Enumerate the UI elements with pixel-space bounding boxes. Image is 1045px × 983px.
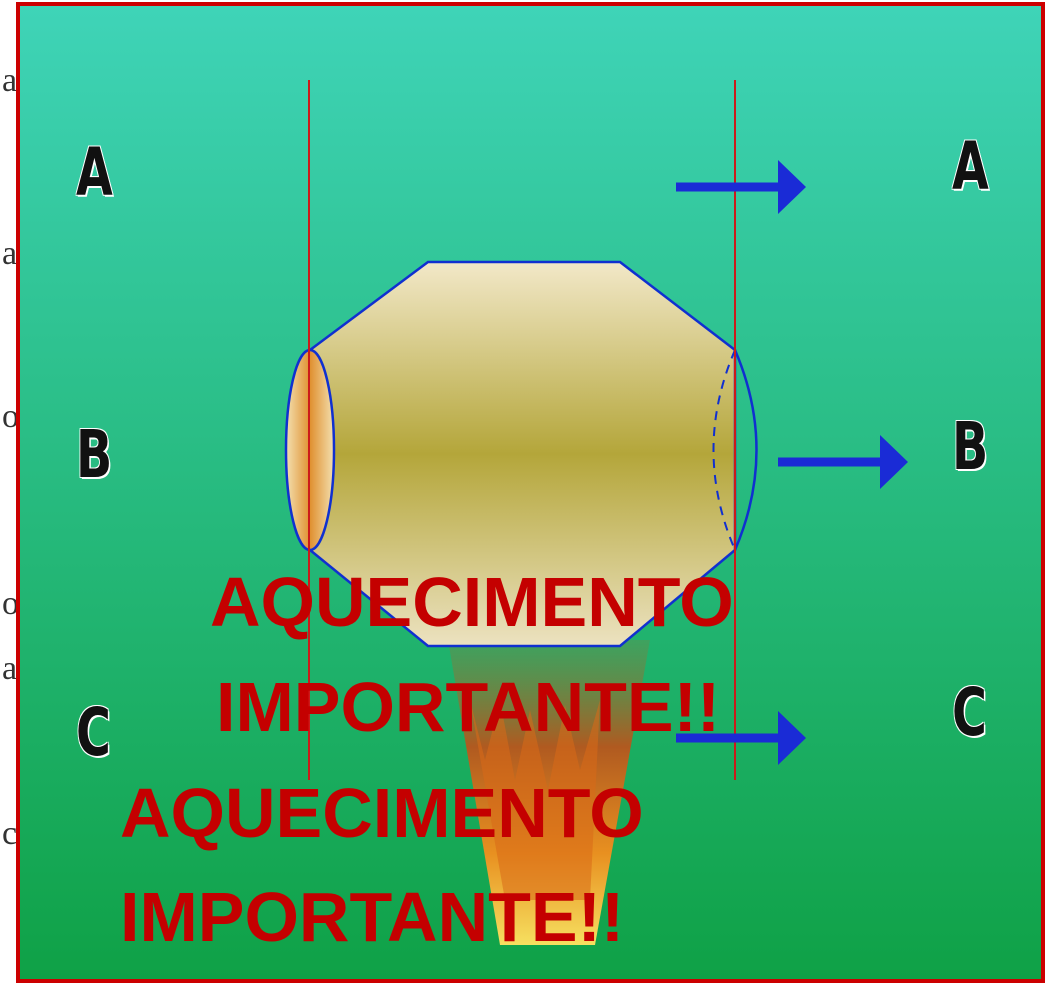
arrow-b <box>778 435 908 489</box>
label-right-b: B <box>952 408 989 485</box>
arrow-c <box>676 711 806 765</box>
arrow-a <box>676 160 806 214</box>
label-left-b: B <box>76 416 113 493</box>
panel-frame <box>16 2 1045 983</box>
edge-fragment: a <box>2 650 18 687</box>
drum-right-cap <box>733 349 758 551</box>
caption-heating-1-line1: AQUECIMENTO <box>210 563 734 641</box>
edge-fragment: a <box>2 62 18 99</box>
drum-right-cap-hidden <box>712 349 736 551</box>
label-left-c: C <box>76 694 111 771</box>
flame-tongues <box>470 700 600 900</box>
edge-fragment: o <box>2 585 19 622</box>
caption-heating-2-line2: IMPORTANTE!! <box>120 878 625 956</box>
edge-fragment: c <box>2 815 18 852</box>
caption-heating-2-line1: AQUECIMENTO <box>120 774 644 852</box>
edge-fragment: o <box>2 398 19 435</box>
label-left-a: A <box>76 134 113 211</box>
edge-fragment: a <box>2 235 18 272</box>
caption-heating-1-line2: IMPORTANTE!! <box>216 668 721 746</box>
label-right-a: A <box>952 128 989 205</box>
label-right-c: C <box>952 674 987 751</box>
